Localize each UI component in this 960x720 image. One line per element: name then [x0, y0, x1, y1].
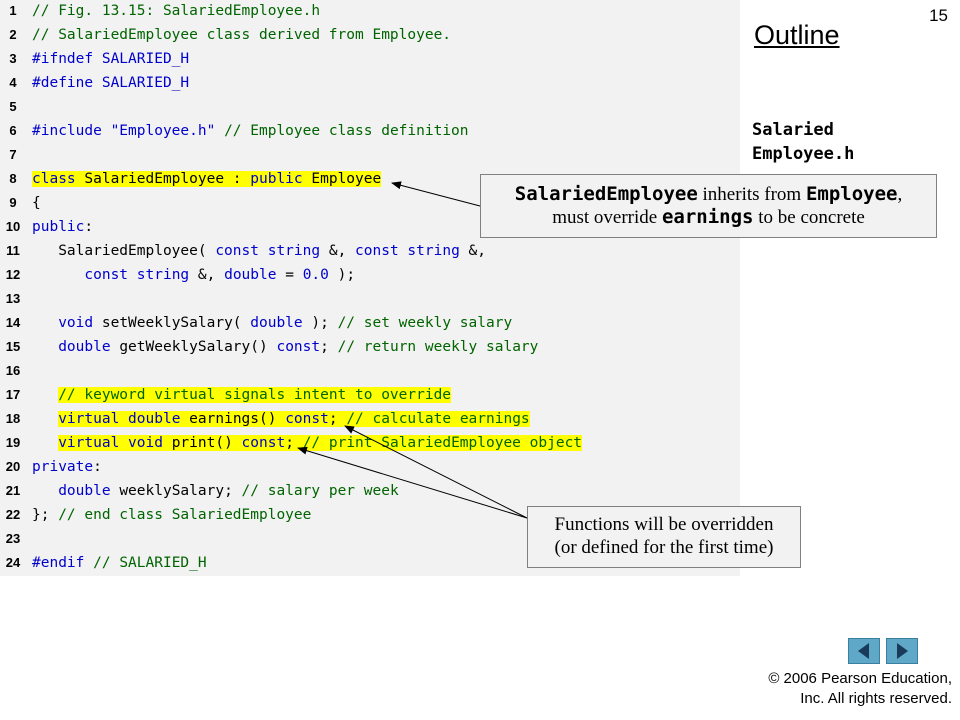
code-text: double weeklySalary; // salary per week — [58, 483, 399, 499]
code-text: private: — [32, 459, 102, 475]
code-line: 18 virtual double earnings() const; // c… — [0, 407, 740, 431]
code-line: 2 // SalariedEmployee class derived from … — [0, 23, 740, 47]
copyright-notice: © 2006 Pearson Education, Inc. All right… — [768, 669, 952, 709]
line-number: 17 — [5, 387, 21, 402]
triangle-right-icon — [897, 643, 908, 659]
next-slide-button[interactable] — [886, 638, 918, 664]
code-line: 6 #include "Employee.h" // Employee class… — [0, 119, 740, 143]
file-label-line-1: Salaried — [752, 120, 834, 140]
slide-number: 15 — [929, 6, 948, 25]
code-text: }; // end class SalariedEmployee — [32, 507, 312, 523]
callout-base-name: Employee — [805, 183, 898, 205]
callout-overridden: Functions will be overridden (or defined… — [527, 506, 801, 568]
line-number: 20 — [5, 459, 21, 474]
copyright-line-1: © 2006 Pearson Education, — [768, 670, 952, 687]
code-line: 15 double getWeeklySalary() const; // re… — [0, 335, 740, 359]
callout-text: inherits from — [697, 184, 806, 205]
code-line: 13 — [0, 287, 740, 311]
code-text: #endif // SALARIED_H — [32, 555, 207, 571]
line-number: 4 — [9, 75, 17, 90]
code-line: 5 — [0, 95, 740, 119]
line-number: 22 — [5, 507, 21, 522]
code-text: public: — [32, 219, 94, 235]
line-number: 18 — [5, 411, 21, 426]
code-line: 14 void setWeeklySalary( double ); // se… — [0, 311, 740, 335]
callout-overridden-line-1: Functions will be overridden — [554, 514, 774, 535]
callout-inherits: SalariedEmployee inherits from Employee,… — [480, 174, 937, 238]
code-text: #define SALARIED_H — [32, 75, 190, 91]
code-text: double getWeeklySalary() const; // retur… — [58, 339, 539, 355]
code-line: 10 public: — [0, 215, 740, 239]
line-number: 9 — [9, 195, 17, 210]
code-line: 1 // Fig. 13.15: SalariedEmployee.h — [0, 0, 740, 23]
line-number: 2 — [9, 27, 17, 42]
code-text: SalariedEmployee( const string &, const … — [32, 243, 487, 259]
previous-slide-button[interactable] — [848, 638, 880, 664]
line-number: 8 — [9, 171, 17, 186]
callout-inherits-line-2: must override earnings to be concrete — [481, 206, 936, 229]
code-text: virtual void print() const; // print Sal… — [58, 435, 583, 451]
line-number: 21 — [5, 483, 21, 498]
callout-method-name: earnings — [661, 206, 754, 228]
copyright-line-2: Inc. All rights reserved. — [800, 690, 952, 707]
code-text: { — [32, 195, 41, 211]
callout-overridden-line-2: (or defined for the first time) — [554, 537, 774, 558]
code-line: 4 #define SALARIED_H — [0, 71, 740, 95]
code-line: 19 virtual void print() const; // print … — [0, 431, 740, 455]
code-line: 20 private: — [0, 455, 740, 479]
code-text: // Fig. 13.15: SalariedEmployee.h — [32, 3, 321, 19]
code-line: 8 class SalariedEmployee : public Employe… — [0, 167, 740, 191]
code-line: 22 }; // end class SalariedEmployee — [0, 503, 740, 527]
line-number: 12 — [5, 267, 21, 282]
callout-text: , — [897, 184, 903, 205]
file-label-line-2: Employee.h — [752, 144, 855, 164]
line-number: 5 — [9, 99, 17, 114]
code-text: virtual double earnings() const; // calc… — [58, 411, 530, 427]
line-number: 7 — [9, 147, 17, 162]
code-line: 24 #endif // SALARIED_H — [0, 551, 740, 575]
line-number: 3 — [9, 51, 17, 66]
code-line: 21 double weeklySalary; // salary per we… — [0, 479, 740, 503]
line-number: 15 — [5, 339, 21, 354]
callout-text: to be concrete — [753, 207, 865, 228]
code-line: 7 — [0, 143, 740, 167]
code-line: 12 const string &, double = 0.0 ); — [0, 263, 740, 287]
outline-title[interactable]: Outline — [754, 20, 840, 50]
callout-inherits-line-1: SalariedEmployee inherits from Employee, — [481, 183, 936, 206]
line-number: 10 — [5, 219, 21, 234]
code-text: class SalariedEmployee : public Employee — [32, 171, 382, 187]
code-line: 3 #ifndef SALARIED_H — [0, 47, 740, 71]
code-line: 11 SalariedEmployee( const string &, con… — [0, 239, 740, 263]
code-text: // keyword virtual signals intent to ove… — [58, 387, 452, 403]
code-text: #ifndef SALARIED_H — [32, 51, 190, 67]
line-number: 16 — [5, 363, 21, 378]
code-line: 9{ — [0, 191, 740, 215]
code-line: 17 // keyword virtual signals intent to … — [0, 383, 740, 407]
line-number: 24 — [5, 555, 21, 570]
line-number: 11 — [6, 243, 20, 258]
file-label: Salaried Employee.h — [752, 118, 854, 166]
code-text: const string &, double = 0.0 ); — [84, 267, 356, 283]
code-text: void setWeeklySalary( double ); // set w… — [58, 315, 513, 331]
line-number: 1 — [9, 3, 17, 18]
callout-class-name: SalariedEmployee — [514, 183, 698, 205]
code-line: 16 — [0, 359, 740, 383]
line-number: 14 — [5, 315, 21, 330]
callout-text: must override — [552, 207, 662, 228]
line-number: 6 — [9, 123, 17, 138]
code-text: #include "Employee.h" // Employee class … — [32, 123, 469, 139]
line-number: 19 — [5, 435, 21, 450]
code-line: 23 — [0, 527, 740, 551]
line-number: 23 — [5, 531, 21, 546]
code-text: // SalariedEmployee class derived from E… — [32, 27, 452, 43]
line-number: 13 — [5, 291, 21, 306]
triangle-left-icon — [858, 643, 869, 659]
